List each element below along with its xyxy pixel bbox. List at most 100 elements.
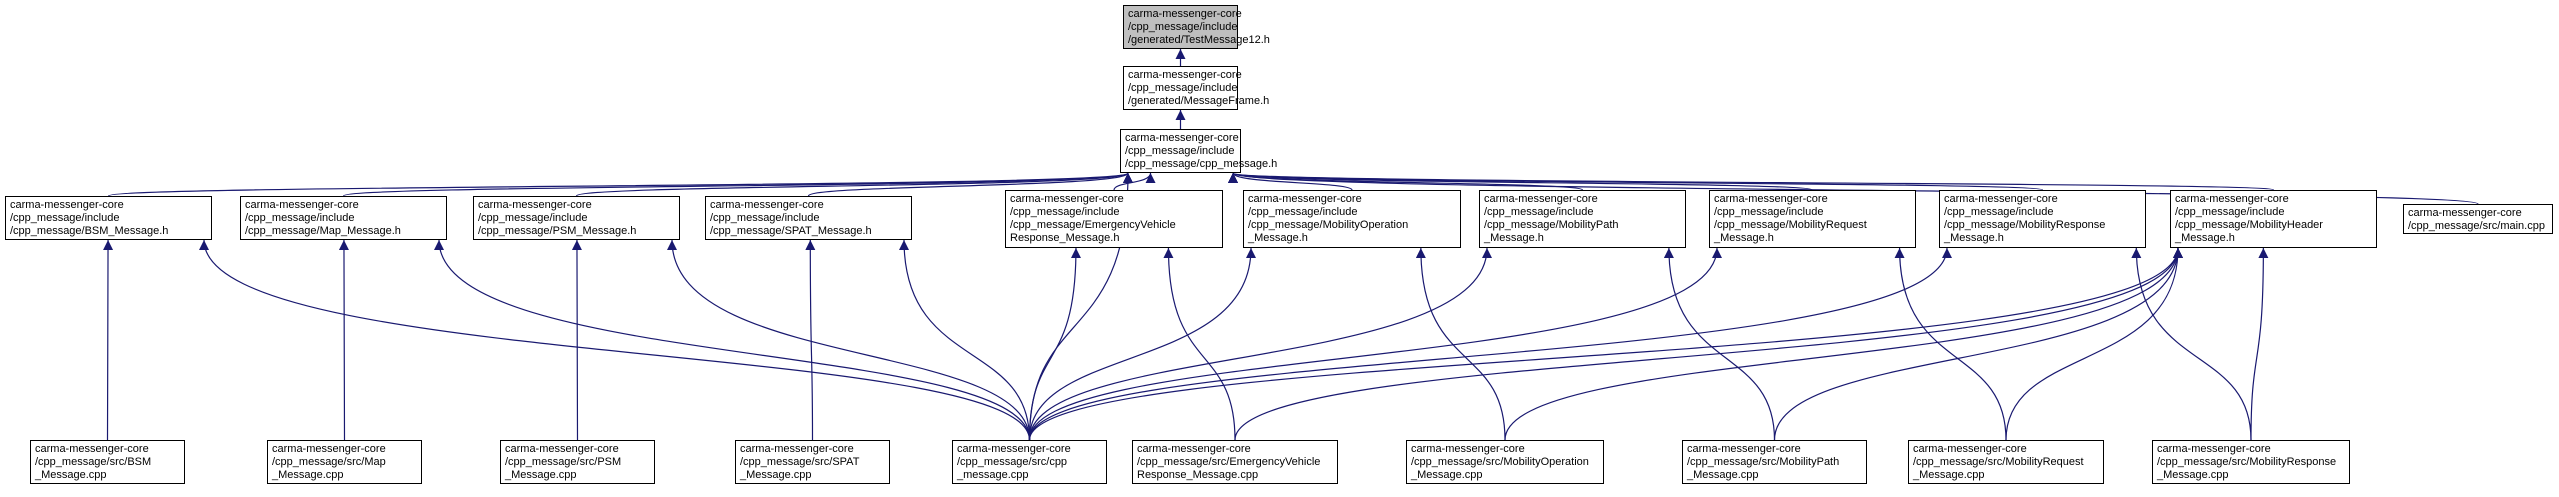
node-line: _Message.cpp xyxy=(740,469,812,481)
node-line: carma-messenger-core xyxy=(1248,193,1362,205)
node-line: /cpp_message/include xyxy=(1944,206,2054,218)
node-bsm-message-cpp[interactable]: carma-messenger-core /cpp_message/src/BS… xyxy=(30,440,185,484)
node-cpp-message-cpp[interactable]: carma-messenger-core /cpp_message/src/cp… xyxy=(952,440,1107,484)
node-line: carma-messenger-core xyxy=(1125,132,1239,144)
edge-mpath_cpp-to-mhdr_h xyxy=(1773,247,2183,441)
node-line: _Message.cpp xyxy=(2157,469,2229,481)
node-test-message12-header: carma-messenger-core /cpp_message/includ… xyxy=(1123,5,1270,49)
node-line: /cpp_message/cpp_message.h xyxy=(1125,158,1278,170)
node-line: /cpp_message/src/MobilityOperation xyxy=(1411,456,1589,468)
node-mobility-request-header[interactable]: carma-messenger-core /cpp_message/includ… xyxy=(1709,190,1916,248)
node-line: /cpp_message/src/PSM xyxy=(505,456,622,468)
node-line: Response_Message.cpp xyxy=(1137,469,1259,481)
node-line: /cpp_message/src/Map xyxy=(272,456,386,468)
node-line: carma-messenger-core xyxy=(957,443,1071,455)
node-line: _Message.h xyxy=(1714,232,1774,244)
node-mobility-response-cpp[interactable]: carma-messenger-core /cpp_message/src/Mo… xyxy=(2152,440,2350,484)
edge-mop_cpp-to-mhdr_h xyxy=(1504,247,2183,441)
node-line: carma-messenger-core xyxy=(1411,443,1525,455)
node-line: carma-messenger-core xyxy=(245,199,359,211)
node-line: carma-messenger-core xyxy=(1137,443,1251,455)
node-emergency-vehicle-response-cpp[interactable]: carma-messenger-core /cpp_message/src/Em… xyxy=(1132,440,1338,484)
node-line: /cpp_message/include xyxy=(10,212,120,224)
node-line: /generated/TestMessage12.h xyxy=(1128,34,1270,46)
node-mobility-path-cpp[interactable]: carma-messenger-core /cpp_message/src/Mo… xyxy=(1682,440,1867,484)
node-line: _Message.h xyxy=(1484,232,1544,244)
node-mobility-request-cpp[interactable]: carma-messenger-core /cpp_message/src/Mo… xyxy=(1908,440,2104,484)
node-mobility-response-header[interactable]: carma-messenger-core /cpp_message/includ… xyxy=(1939,190,2146,248)
node-line: _Message.h xyxy=(1944,232,2004,244)
node-line: /cpp_message/MobilityOperation xyxy=(1248,219,1409,231)
node-psm-message-cpp[interactable]: carma-messenger-core /cpp_message/src/PS… xyxy=(500,440,655,484)
node-line: /cpp_message/src/SPAT xyxy=(740,456,860,468)
node-bsm-message-header[interactable]: carma-messenger-core /cpp_message/includ… xyxy=(5,196,212,240)
node-line: _Message.cpp xyxy=(1687,469,1759,481)
node-mobility-operation-cpp[interactable]: carma-messenger-core /cpp_message/src/Mo… xyxy=(1406,440,1604,484)
edge-mreq_cpp-to-mreq_h xyxy=(1894,247,2007,441)
node-line: carma-messenger-core xyxy=(1944,193,2058,205)
edge-ev_cpp-to-ev_h xyxy=(1163,247,1236,441)
node-line: /cpp_message/SPAT_Message.h xyxy=(710,225,872,237)
node-message-frame-header[interactable]: carma-messenger-core /cpp_message/includ… xyxy=(1123,66,1270,110)
node-psm-message-header[interactable]: carma-messenger-core /cpp_message/includ… xyxy=(473,196,680,240)
node-line: _Message.cpp xyxy=(1411,469,1483,481)
node-spat-message-cpp[interactable]: carma-messenger-core /cpp_message/src/SP… xyxy=(735,440,890,484)
edge-cppmsg_cpp-to-map_h xyxy=(434,239,1031,441)
node-main-cpp[interactable]: carma-messenger-core /cpp_message/src/ma… xyxy=(2403,204,2553,234)
node-line: /generated/MessageFrame.h xyxy=(1128,95,1270,107)
node-line: _Message.h xyxy=(2175,232,2235,244)
node-line: _Message.cpp xyxy=(35,469,107,481)
edge-psm_cpp-to-psm_h xyxy=(571,239,582,441)
node-line: carma-messenger-core xyxy=(2408,207,2522,219)
node-line: /cpp_message/PSM_Message.h xyxy=(478,225,637,237)
node-line: carma-messenger-core xyxy=(740,443,854,455)
node-line: _Message.h xyxy=(1248,232,1308,244)
node-line: _Message.cpp xyxy=(272,469,344,481)
node-line: carma-messenger-core xyxy=(1128,69,1242,81)
node-line: /cpp_message/MobilityHeader xyxy=(2175,219,2323,231)
node-line: /cpp_message/include xyxy=(710,212,820,224)
node-line: carma-messenger-core xyxy=(272,443,386,455)
node-line: carma-messenger-core xyxy=(505,443,619,455)
node-line: /cpp_message/src/BSM xyxy=(35,456,152,468)
node-line: carma-messenger-core xyxy=(478,199,592,211)
node-map-message-header[interactable]: carma-messenger-core /cpp_message/includ… xyxy=(240,196,447,240)
node-line: /cpp_message/include xyxy=(1128,82,1238,94)
edge-cppmsg_cpp-to-mpath_h xyxy=(1028,247,1492,441)
node-line: /cpp_message/include xyxy=(1248,206,1358,218)
node-emergency-vehicle-response-header[interactable]: carma-messenger-core /cpp_message/includ… xyxy=(1005,190,1223,248)
node-mobility-path-header[interactable]: carma-messenger-core /cpp_message/includ… xyxy=(1479,190,1686,248)
edge-mreq_h-to-cppmsg xyxy=(1228,172,1814,191)
node-mobility-operation-header[interactable]: carma-messenger-core /cpp_message/includ… xyxy=(1243,190,1461,248)
node-line: /cpp_message/include xyxy=(1484,206,1594,218)
node-line: /cpp_message/include xyxy=(1128,21,1238,33)
node-line: _Message.cpp xyxy=(1913,469,1985,481)
edge-mhdr_h-to-cppmsg xyxy=(1228,172,2275,191)
edge-mpath_cpp-to-mpath_h xyxy=(1663,247,1776,441)
node-line: /cpp_message/include xyxy=(1125,145,1235,157)
edge-psm_h-to-cppmsg xyxy=(575,172,1133,197)
node-line: /cpp_message/MobilityRequest xyxy=(1714,219,1867,231)
edge-cppmsg_cpp-to-mop_h xyxy=(1028,247,1256,441)
node-line: /cpp_message/include xyxy=(1714,206,1824,218)
node-map-message-cpp[interactable]: carma-messenger-core /cpp_message/src/Ma… xyxy=(267,440,422,484)
node-line: /cpp_message/include xyxy=(478,212,588,224)
node-line: /cpp_message/include xyxy=(245,212,355,224)
node-line: carma-messenger-core xyxy=(1484,193,1598,205)
node-spat-message-header[interactable]: carma-messenger-core /cpp_message/includ… xyxy=(705,196,912,240)
node-cpp-message-header[interactable]: carma-messenger-core /cpp_message/includ… xyxy=(1120,129,1278,173)
node-line: carma-messenger-core xyxy=(710,199,824,211)
node-line: /cpp_message/src/main.cpp xyxy=(2408,220,2545,232)
edge-bsm_cpp-to-bsm_h xyxy=(103,239,114,441)
edge-cppmsg_cpp-to-psm_h xyxy=(667,239,1031,441)
node-line: Response_Message.h xyxy=(1010,232,1120,244)
node-line: /cpp_message/BSM_Message.h xyxy=(10,225,169,237)
node-line: /cpp_message/Map_Message.h xyxy=(245,225,401,237)
edge-mresp_cpp-to-mhdr_h xyxy=(2250,247,2269,441)
edge-cppmsg_cpp-to-ev_h xyxy=(1028,247,1081,441)
node-line: /cpp_message/src/MobilityRequest xyxy=(1913,456,2084,468)
node-line: /cpp_message/src/MobilityPath xyxy=(1687,456,1840,468)
node-line: carma-messenger-core xyxy=(1714,193,1828,205)
node-mobility-header-header[interactable]: carma-messenger-core /cpp_message/includ… xyxy=(2170,190,2377,248)
node-line: /cpp_message/MobilityResponse xyxy=(1944,219,2106,231)
